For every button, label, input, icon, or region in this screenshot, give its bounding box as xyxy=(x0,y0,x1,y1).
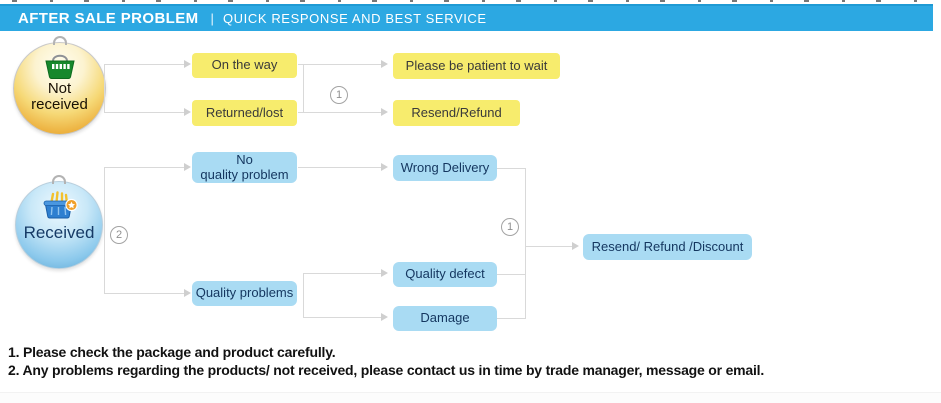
received-label: Received xyxy=(23,223,95,242)
connector-line xyxy=(298,112,381,113)
bottom-strip xyxy=(0,392,941,403)
connector-line xyxy=(525,168,526,319)
note-2: 2. Any problems regarding the products/ … xyxy=(8,362,765,378)
flow-box-please-wait: Please be patient to wait xyxy=(393,53,560,79)
connector-line xyxy=(303,273,304,318)
arrow-icon xyxy=(381,60,388,68)
not-received-node: Not received xyxy=(13,36,106,135)
flow-box-no-quality-problem: No quality problem xyxy=(192,152,297,183)
flow-box-resend-refund: Resend/Refund xyxy=(393,100,520,126)
connector-line xyxy=(104,167,184,168)
connector-line xyxy=(525,246,573,247)
circled-number-1-marker: 1 xyxy=(501,218,519,236)
connector-line xyxy=(104,293,184,294)
header-bar: AFTER SALE PROBLEM | QUICK RESPONSE AND … xyxy=(0,4,933,31)
blue-shopping-basket-icon xyxy=(43,191,78,219)
arrow-icon xyxy=(184,60,191,68)
header-subtitle: QUICK RESPONSE AND BEST SERVICE xyxy=(222,11,487,26)
flow-box-damage: Damage xyxy=(393,306,497,331)
connector-line xyxy=(104,167,105,294)
arrow-icon xyxy=(381,108,388,116)
flow-box-quality-defect: Quality defect xyxy=(393,262,497,287)
connector-line xyxy=(104,64,105,113)
hanger-clip-icon xyxy=(52,175,66,184)
flow-box-returned-lost: Returned/lost xyxy=(192,100,297,126)
circled-number-1-marker: 1 xyxy=(330,86,348,104)
connector-line xyxy=(104,64,184,65)
connector-line xyxy=(497,274,525,275)
arrow-icon xyxy=(184,289,191,297)
arrow-icon xyxy=(381,163,388,171)
connector-line xyxy=(497,168,525,169)
arrow-icon xyxy=(381,313,388,321)
connector-line xyxy=(303,273,381,274)
header-title: AFTER SALE PROBLEM xyxy=(18,10,199,27)
note-1: 1. Please check the package and product … xyxy=(8,344,336,360)
cropped-text-artifacts xyxy=(12,0,932,2)
flow-box-quality-problems: Quality problems xyxy=(192,281,297,306)
flow-box-resend-refund-discount: Resend/ Refund /Discount xyxy=(583,234,752,260)
arrow-icon xyxy=(184,163,191,171)
circled-number-2-marker: 2 xyxy=(110,226,128,244)
flow-box-wrong-delivery: Wrong Delivery xyxy=(393,155,497,181)
arrow-icon xyxy=(572,242,579,250)
hanger-clip-icon xyxy=(52,36,67,45)
not-received-label: Not received xyxy=(31,80,88,114)
connector-line xyxy=(298,64,381,65)
header-separator: | xyxy=(210,11,214,26)
received-node: Received xyxy=(15,175,103,269)
arrow-icon xyxy=(381,269,388,277)
flow-box-on-the-way: On the way xyxy=(192,53,297,78)
connector-line xyxy=(303,64,304,113)
connector-line xyxy=(497,318,525,319)
arrow-icon xyxy=(184,108,191,116)
connector-line xyxy=(104,112,184,113)
green-shopping-basket-icon xyxy=(44,54,75,79)
connector-line xyxy=(298,167,381,168)
connector-line xyxy=(303,317,381,318)
